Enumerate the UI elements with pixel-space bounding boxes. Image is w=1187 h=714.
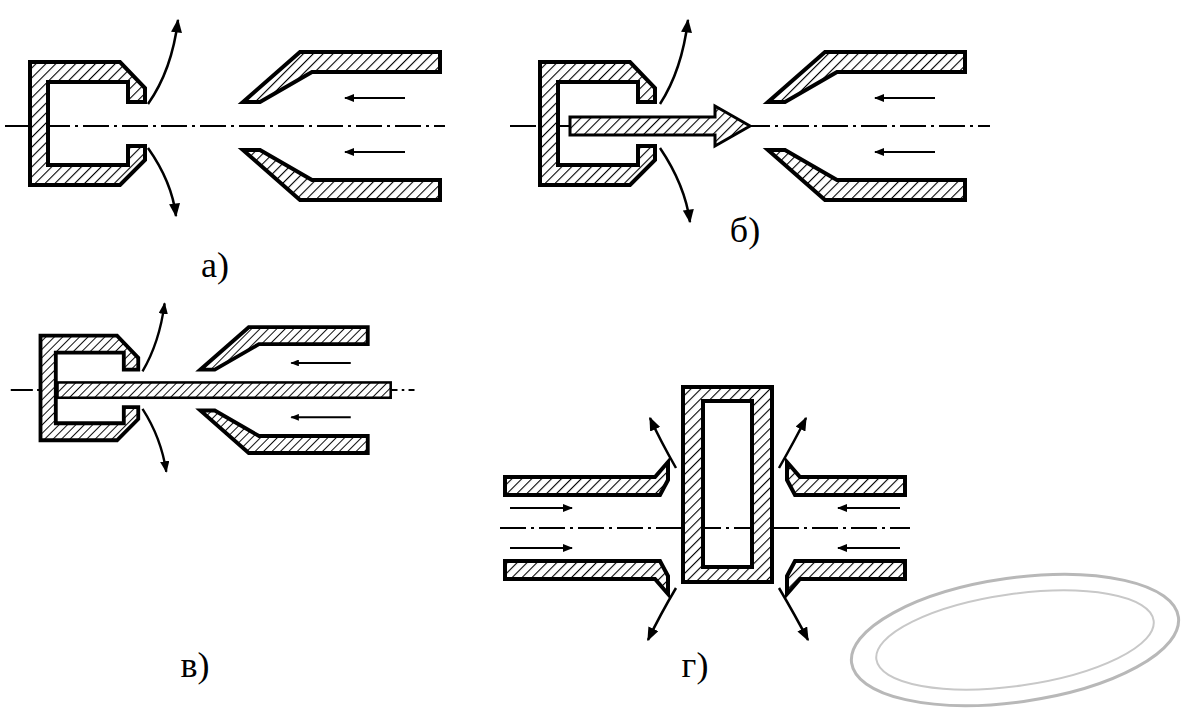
axis-line [5, 125, 445, 127]
flow-arrow [510, 507, 572, 509]
library-stamp [843, 556, 1187, 714]
nozzle [768, 52, 965, 200]
tube-wall [505, 561, 668, 594]
figure-label: в) [181, 647, 210, 683]
flow-arrow [345, 97, 405, 99]
flow-arrow [143, 303, 165, 371]
figure-d [500, 387, 910, 640]
tube-wall [787, 462, 905, 495]
tube-wall [787, 561, 905, 594]
jet-rod [58, 382, 391, 397]
nozzle [243, 52, 440, 200]
flow-arrow [148, 20, 178, 104]
flow-arrow [779, 588, 808, 640]
jet-rod [570, 106, 750, 146]
disc-housing [683, 387, 772, 582]
flow-arrow [660, 148, 690, 222]
figure-b [510, 20, 990, 222]
flow-arrow [779, 418, 806, 468]
figure-c [11, 303, 415, 471]
flow-arrow [838, 547, 900, 549]
tube-wall [505, 462, 668, 495]
flow-arrow [648, 588, 676, 640]
flow-arrow [291, 416, 351, 418]
flow-arrow [148, 148, 176, 216]
figure-a [5, 20, 445, 216]
flow-arrow [660, 20, 688, 104]
figure-label: г) [682, 647, 709, 683]
flow-arrow [875, 151, 935, 153]
flow-arrow [510, 547, 572, 549]
flow-arrow [838, 507, 900, 509]
flow-arrow [650, 418, 676, 468]
figure-label: а) [201, 247, 229, 283]
flow-arrow [291, 362, 351, 364]
figure-label: б) [730, 212, 760, 248]
flow-arrow [345, 151, 405, 153]
receiver-cup [30, 62, 145, 185]
flow-arrow [143, 409, 167, 472]
flow-arrow [875, 97, 935, 99]
